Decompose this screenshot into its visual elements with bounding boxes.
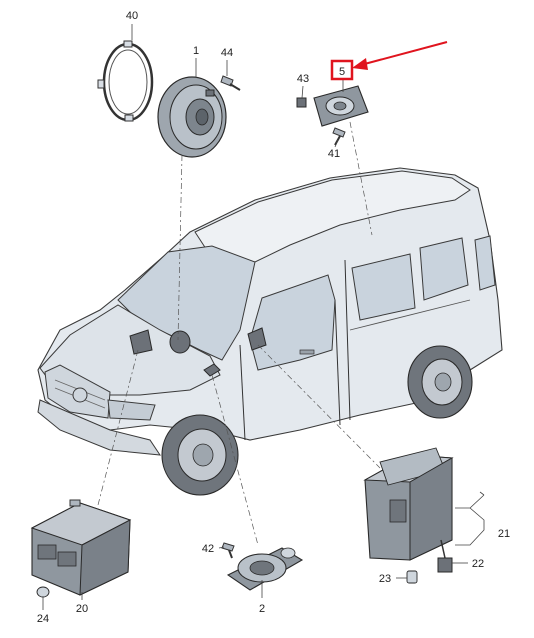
label-24: 24 — [37, 613, 49, 625]
part-2-speaker — [226, 547, 304, 591]
label-leaders — [42, 24, 485, 610]
part-21-radio-unit — [363, 447, 454, 561]
part-41-screw — [332, 127, 346, 146]
highlight-box — [330, 59, 354, 81]
part-44-screw — [220, 75, 241, 91]
label-21: 21 — [498, 528, 510, 540]
label-20: 20 — [76, 603, 88, 615]
part-20-control-unit — [30, 499, 132, 596]
highlight-arrow-head — [352, 58, 368, 70]
part-40-speaker-ring — [97, 40, 154, 122]
label-23: 23 — [379, 573, 391, 585]
part-number-labels: 40 1 44 5 43 41 42 2 20 24 23 22 21 — [37, 10, 510, 625]
part-5-roof-speaker — [313, 85, 369, 127]
label-1: 1 — [193, 45, 199, 57]
leader-lines — [97, 121, 381, 546]
highlight-marker — [330, 41, 448, 81]
part-1-door-speaker — [157, 76, 227, 158]
part-24-cap — [36, 586, 50, 598]
highlight-arrow-shaft — [356, 41, 448, 67]
label-41: 41 — [328, 148, 340, 160]
part-42-screw — [221, 542, 235, 559]
label-5: 5 — [339, 66, 345, 78]
label-43: 43 — [297, 73, 309, 85]
part-22-connector — [437, 539, 453, 573]
label-40: 40 — [126, 10, 138, 22]
label-22: 22 — [472, 558, 484, 570]
label-44: 44 — [221, 47, 233, 59]
label-2: 2 — [259, 603, 265, 615]
vehicle-illustration — [37, 167, 503, 496]
part-43-clip — [296, 97, 307, 108]
label-42: 42 — [202, 543, 214, 555]
part-23-cap — [406, 570, 418, 584]
